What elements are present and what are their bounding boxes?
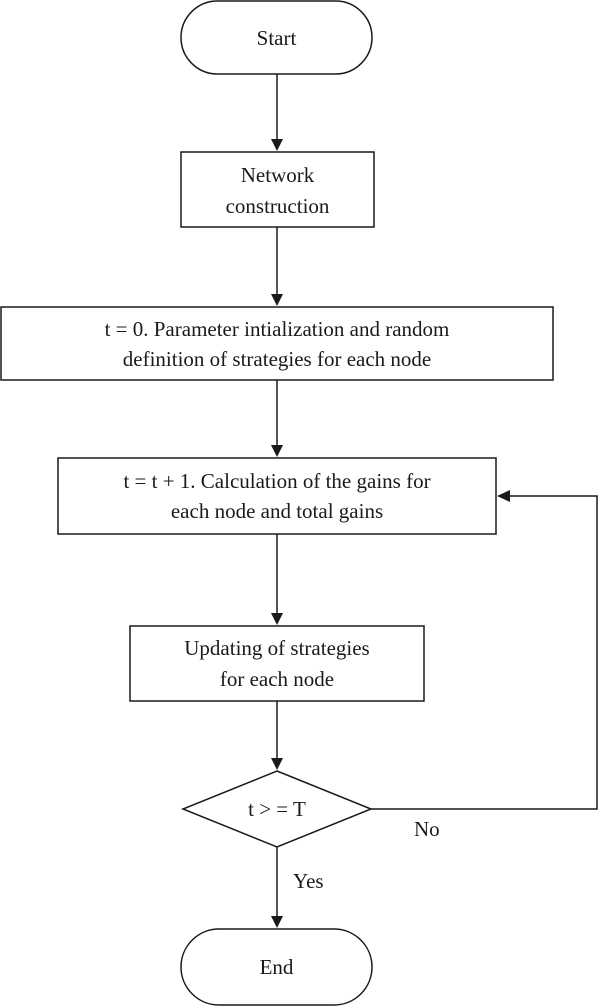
arrow-decision-no-loop	[371, 490, 598, 810]
end-node: End	[180, 928, 373, 1006]
decision-label: t > = T	[248, 797, 306, 821]
arrow-init-to-gains	[271, 380, 283, 457]
gains-calculation-node: t = t + 1. Calculation of the gains for …	[57, 457, 497, 535]
arrow-gains-to-update	[271, 534, 283, 625]
update-strategies-label-line2: for each node	[220, 667, 334, 691]
network-construction-label-line2: construction	[226, 194, 330, 218]
arrow-start-to-network	[271, 74, 283, 151]
network-construction-node: Network construction	[180, 151, 375, 228]
network-construction-label-line1: Network	[241, 163, 315, 187]
no-label: No	[414, 817, 440, 841]
update-strategies-label-line1: Updating of strategies	[184, 636, 369, 660]
gains-calculation-label-line2: each node and total gains	[171, 499, 383, 523]
update-strategies-node: Updating of strategies for each node	[129, 625, 425, 702]
arrow-decision-yes-to-end	[271, 847, 283, 928]
initialization-node: t = 0. Parameter intialization and rando…	[0, 306, 554, 381]
initialization-label-line1: t = 0. Parameter intialization and rando…	[105, 317, 450, 341]
end-label: End	[260, 955, 294, 979]
yes-label: Yes	[293, 869, 324, 893]
gains-calculation-label-line1: t = t + 1. Calculation of the gains for	[123, 469, 430, 493]
arrow-update-to-decision	[271, 701, 283, 770]
start-node: Start	[180, 0, 373, 75]
decision-node: t > = T	[180, 770, 374, 848]
start-label: Start	[257, 26, 297, 50]
arrow-network-to-init	[271, 227, 283, 306]
initialization-label-line2: definition of strategies for each node	[123, 347, 431, 371]
